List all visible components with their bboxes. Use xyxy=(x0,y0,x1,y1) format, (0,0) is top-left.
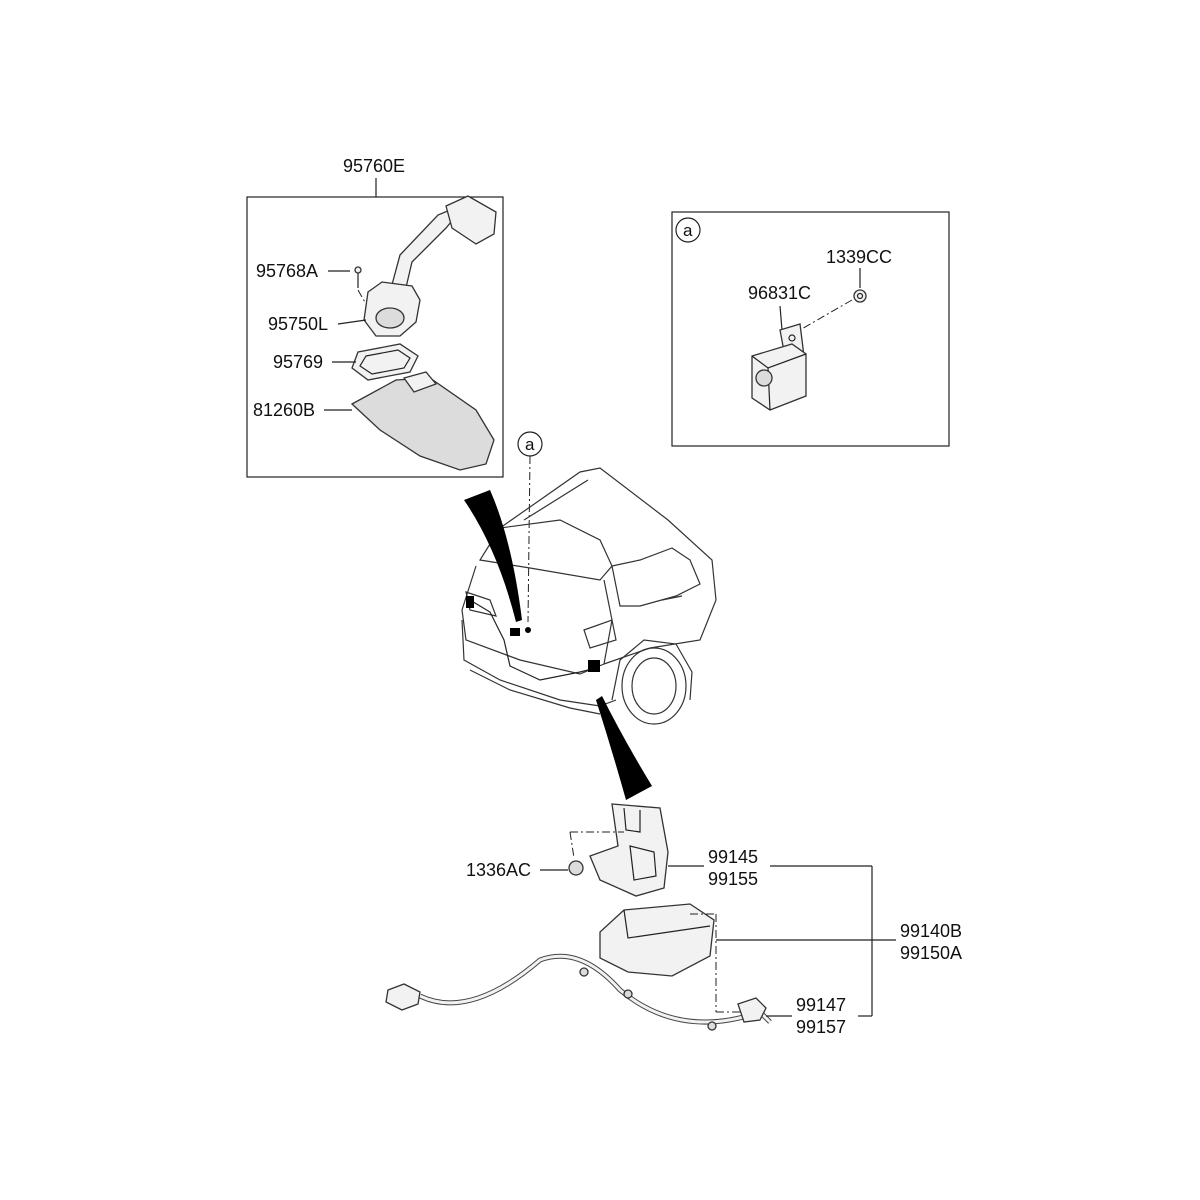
car-wheel-arch xyxy=(611,639,693,701)
label-81260B: 81260B xyxy=(253,400,315,420)
detail-a-group: a 1339CC 96831C xyxy=(671,211,950,447)
label-99147: 99147 xyxy=(796,995,846,1015)
label-99145: 99145 xyxy=(708,847,758,867)
bolt-1339CC-hole xyxy=(856,292,864,300)
harness-connector-left xyxy=(385,983,421,1011)
camera-lens xyxy=(375,307,405,329)
lamp-housing-81260B xyxy=(350,377,495,471)
car-door-handle xyxy=(661,595,683,601)
car-bumper-lower xyxy=(469,669,601,715)
unit-99140B xyxy=(599,903,715,977)
car-rear-window xyxy=(479,519,613,581)
detail-a-badge-text: a xyxy=(683,221,693,240)
label-95768A: 95768A xyxy=(256,261,318,281)
car-wheel-inner xyxy=(631,657,677,715)
label-99150A: 99150A xyxy=(900,943,962,963)
bolt-1339CC xyxy=(853,289,867,303)
detail-a-locator xyxy=(527,455,531,623)
sensor-96831C xyxy=(751,343,807,411)
detail-a-badge xyxy=(675,217,701,243)
camera-connector xyxy=(445,195,497,245)
bolt-axis xyxy=(799,299,853,331)
unit-face xyxy=(623,909,711,939)
label-95750L: 95750L xyxy=(268,314,328,334)
car-side-body xyxy=(603,599,717,665)
label-1339CC: 1339CC xyxy=(826,247,892,267)
car-harness xyxy=(469,599,597,681)
car-tail-lamp-right xyxy=(583,619,617,649)
harness-99147-inner xyxy=(419,954,772,1024)
label-99155: 99155 xyxy=(708,869,758,889)
vehicle-rear-view: a xyxy=(461,431,717,800)
label-96831C: 96831C xyxy=(748,283,811,303)
label-99140B: 99140B xyxy=(900,921,962,941)
screw-95768A xyxy=(354,266,362,274)
leader-96831C xyxy=(779,305,783,331)
label-95769: 95769 xyxy=(273,352,323,372)
bracket-slot xyxy=(623,807,641,833)
bracket-axis-2 xyxy=(569,831,575,859)
module-assembly-group: 1336AC 99145 99155 99140B 99150A 99147 9… xyxy=(385,803,962,1037)
harness-connector-right xyxy=(737,997,767,1023)
pointer-arrow-lower xyxy=(596,696,652,800)
camera-assembly-box xyxy=(246,196,504,478)
sensor-eye xyxy=(755,369,773,387)
car-module-mark xyxy=(588,660,600,672)
car-camera-mark xyxy=(510,628,520,636)
harness-clip-3 xyxy=(707,1021,717,1031)
car-wheel xyxy=(621,647,687,725)
car-side-window xyxy=(611,547,701,607)
lamp-housing-connector xyxy=(402,371,438,393)
camera-assembly-group: 95760E 95768A 95750L 95769 81260B xyxy=(246,156,504,478)
leader-95750L xyxy=(337,319,367,325)
detail-a-car-badge-text: a xyxy=(525,435,535,454)
harness-clip-1 xyxy=(579,967,589,977)
screw-axis xyxy=(357,289,367,305)
pointer-arrow-upper xyxy=(464,490,522,622)
sensor-bracket-hole xyxy=(788,334,796,342)
label-99157: 99157 xyxy=(796,1017,846,1037)
gasket-inner xyxy=(359,349,411,375)
nut-1336AC xyxy=(568,860,584,876)
label-1336AC: 1336AC xyxy=(466,860,531,880)
harness-clip-2 xyxy=(623,989,633,999)
car-roof-line xyxy=(523,479,589,521)
label-95760E: 95760E xyxy=(343,156,405,176)
car-tailgate xyxy=(461,565,613,675)
car-left-mark xyxy=(466,596,474,608)
car-sensor-mark xyxy=(525,627,531,633)
bracket-99145 xyxy=(589,803,669,897)
camera-cable xyxy=(389,209,457,297)
car-roof xyxy=(499,467,717,601)
bracket-inner xyxy=(629,845,657,881)
detail-a-box xyxy=(671,211,950,447)
